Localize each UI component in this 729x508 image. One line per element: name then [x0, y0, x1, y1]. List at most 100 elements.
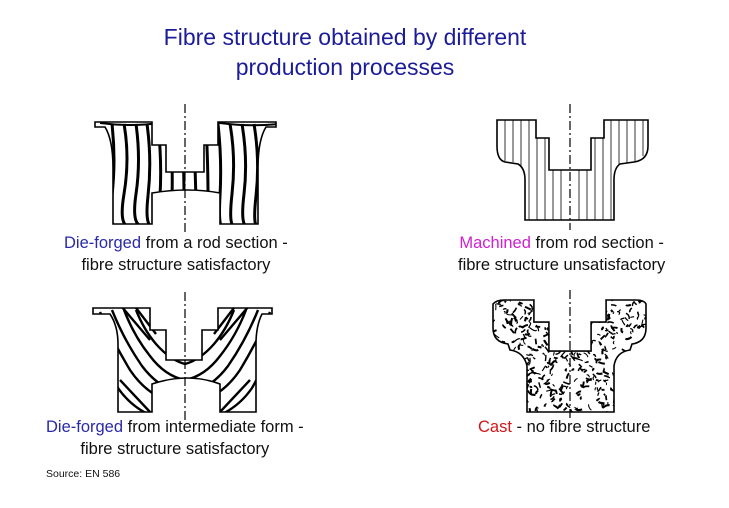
cast-grain-mark: [623, 371, 629, 377]
cast-grain-mark: [604, 353, 609, 359]
cast-grain-mark: [532, 371, 537, 374]
cast-grain-mark: [620, 410, 624, 412]
cast-grain-mark: [641, 349, 645, 353]
cast-grain-mark: [611, 346, 617, 350]
cast-grain-mark: [528, 319, 531, 324]
cast-grain-mark: [623, 401, 629, 404]
cast-grain-mark: [597, 361, 605, 365]
cast-grain-mark: [591, 339, 596, 342]
cast-grain-mark: [624, 316, 629, 322]
cast-grain-mark: [635, 397, 642, 401]
cast-grain-mark: [604, 379, 609, 382]
cast-grain-mark: [643, 407, 646, 411]
cast-grain-mark: [518, 379, 526, 383]
cast-grain-mark: [493, 329, 497, 333]
cast-grain-mark: [517, 385, 524, 389]
cast-grain-mark: [512, 307, 518, 314]
cast-grain-mark: [562, 385, 568, 388]
cast-grain-mark: [519, 393, 524, 396]
cast-grain-mark: [624, 399, 629, 403]
cast-grain-mark: [619, 317, 625, 321]
cast-grain-mark: [585, 377, 593, 382]
cast-grain-mark: [541, 365, 547, 372]
diagram-title: Fibre structure obtained by different pr…: [0, 22, 690, 82]
cast-grain-mark: [509, 363, 516, 368]
cast-grain-mark: [618, 311, 621, 315]
cast-grain-mark: [500, 378, 504, 385]
cast-grain-mark: [638, 365, 645, 371]
cast-grain-mark: [509, 374, 513, 379]
cast-grain-mark: [511, 312, 517, 319]
cast-grain-mark: [503, 345, 509, 348]
cast-grain-mark: [600, 334, 606, 341]
cast-grain-mark: [517, 300, 523, 301]
die-forged-intermediate-form-drawing: [92, 292, 273, 420]
cast-grain-mark: [543, 339, 549, 347]
cast-grain-mark: [526, 329, 529, 334]
cast-grain-mark: [611, 326, 619, 330]
cast-grain-mark: [496, 341, 501, 347]
cast-grain-mark: [518, 303, 522, 307]
cast-grain-mark: [550, 396, 555, 401]
cast-grain-mark: [576, 393, 581, 397]
caption-machined: Machined from rod section - fibre struct…: [458, 232, 665, 276]
cast-grain-mark: [639, 397, 646, 403]
cast-grain-mark: [514, 327, 518, 334]
cast-grain-mark: [530, 309, 534, 312]
cast-grain-mark: [504, 393, 509, 397]
cast-grain-mark: [501, 396, 508, 400]
cast-grain-mark: [509, 328, 515, 334]
cast-grain-mark: [494, 357, 498, 365]
cast-grain-mark: [592, 376, 595, 381]
cast-grain-mark: [511, 401, 515, 404]
cast-grain-mark: [494, 350, 498, 358]
cast-grain-mark: [636, 311, 640, 317]
machined-rod-section-drawing: [496, 104, 649, 230]
cast-grain-mark: [604, 345, 607, 351]
cast-grain-mark: [614, 398, 618, 405]
cast-grain-mark: [501, 340, 506, 344]
cast-grain-mark: [514, 404, 520, 408]
cast-grain-mark: [521, 396, 526, 401]
cast-grain-mark: [526, 357, 531, 362]
cast-grain-mark: [542, 333, 549, 338]
caption-die-forged-rod: Die-forged from a rod section - fibre st…: [64, 232, 288, 276]
cast-grain-mark: [579, 367, 586, 371]
cast-grain-mark: [549, 389, 553, 398]
cast-grain-mark: [618, 375, 624, 377]
cast-grain-mark: [583, 369, 588, 374]
cast-grain-mark: [601, 402, 604, 409]
cast-grain-mark: [496, 303, 502, 305]
cast-grain-mark: [524, 332, 531, 336]
cast-grain-mark: [503, 375, 508, 378]
cast-grain-mark: [644, 373, 646, 379]
cast-grain-mark: [628, 410, 633, 412]
cast-grain-mark: [634, 344, 642, 348]
cast-grain-mark: [507, 385, 511, 391]
cast-grain-mark: [607, 402, 609, 405]
cast-grain-mark: [558, 300, 564, 301]
cast-grain-mark: [559, 397, 562, 402]
cast-grain-mark: [538, 382, 542, 389]
cast-grain-mark: [626, 396, 629, 401]
cast-grain-mark: [522, 338, 526, 345]
cast-grain-mark: [521, 325, 525, 329]
cast-grain-mark: [620, 379, 624, 385]
cast-grain-mark: [528, 357, 531, 365]
cast-grain-mark: [517, 397, 520, 404]
cast-grain-mark: [529, 366, 536, 371]
cast-grain-mark: [529, 327, 534, 331]
cast-grain-mark: [563, 406, 568, 412]
cast-grain-mark: [505, 355, 510, 359]
cast-grain-mark: [644, 403, 646, 409]
cast-grain-mark: [551, 398, 556, 403]
cast-grain-mark: [633, 301, 638, 306]
cast-grain-mark: [578, 352, 582, 356]
source-label: Source:: [46, 468, 83, 480]
cast-grain-mark: [544, 381, 551, 386]
cast-grain-mark: [608, 330, 613, 335]
cast-grain-mark: [499, 386, 506, 391]
cast-grain-mark: [575, 390, 582, 395]
caption-text: from rod section -: [530, 234, 664, 252]
cast-grain-mark: [529, 385, 533, 389]
